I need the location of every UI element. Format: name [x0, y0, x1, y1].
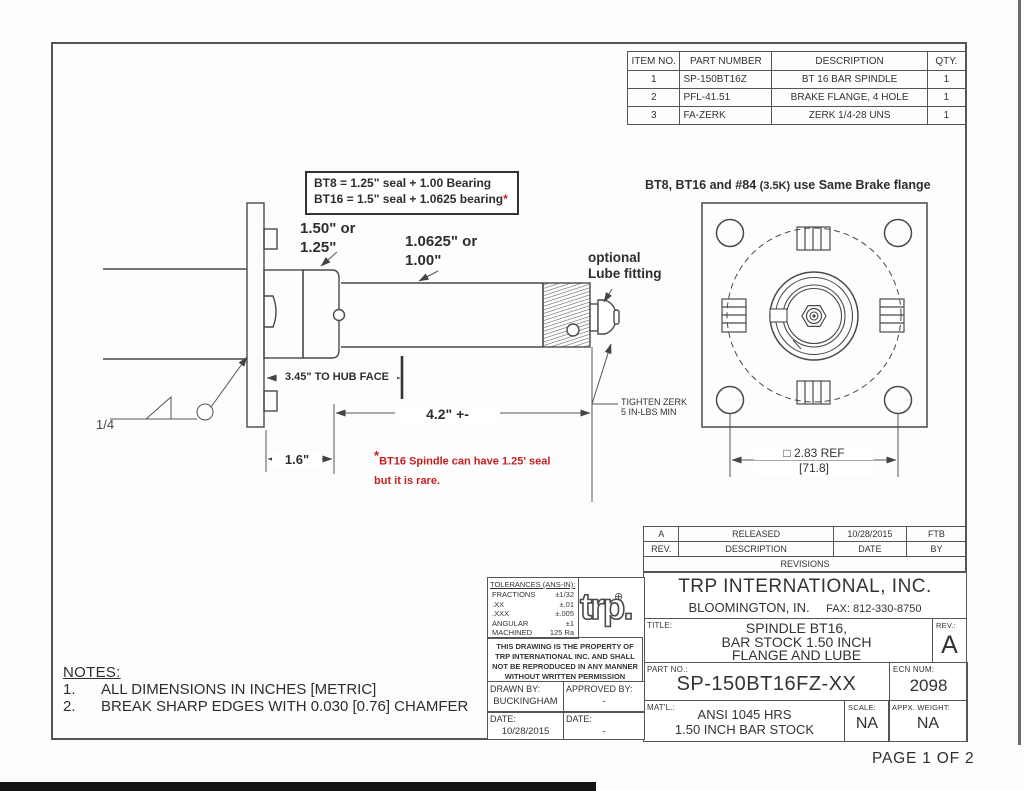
length-dimension: 4.2" +-	[395, 406, 500, 422]
revision-header: REV. DESCRIPTION DATE BY	[642, 541, 968, 557]
ecn-value: 2098	[909, 676, 948, 695]
seal-diameter-label: 1.50" or 1.25"	[300, 220, 356, 256]
rev-date: 10/28/2015	[832, 526, 907, 542]
trp-logo: trp. ⊕	[579, 585, 634, 628]
rev-label: REV.:	[936, 621, 956, 630]
scale-value: NA	[855, 715, 879, 732]
drawn-by-cell: DRAWN BY: BUCKINGHAM	[488, 682, 564, 712]
rev-value: A	[941, 631, 958, 659]
drawn-date-value: 10/28/2015	[501, 726, 550, 737]
lube-fitting-label: optional Lube fitting	[588, 250, 662, 281]
qty: 1	[926, 88, 967, 107]
approved-by-value: -	[602, 696, 606, 707]
description: BRAKE FLANGE, 4 HOLE	[771, 88, 928, 107]
description: BT 16 BAR SPINDLE	[771, 70, 928, 89]
col-description: DESCRIPTION	[771, 51, 928, 71]
globe-icon: ⊕	[614, 590, 624, 603]
part-number: PFL-41.51	[679, 88, 773, 107]
rev-letter: A	[642, 526, 680, 542]
part-no-label: PART NO.:	[647, 665, 688, 674]
parts-table: ITEM NO. PART NUMBER DESCRIPTION QTY. 1 …	[626, 51, 967, 125]
flange-front-view	[701, 202, 928, 477]
weight-cell: APPX. WEIGHT: NA	[888, 700, 968, 742]
material-row: MAT'L.: ANSI 1045 HRS 1.50 INCH BAR STOC…	[643, 700, 968, 742]
item-no: 1	[626, 70, 681, 89]
bearing-note-box: BT8 = 1.25" seal + 1.00 Bearing BT16 = 1…	[305, 171, 519, 215]
parts-table-header: ITEM NO. PART NUMBER DESCRIPTION QTY.	[626, 51, 967, 71]
weld-symbol-size: 1/4	[96, 417, 115, 432]
col-item-no: ITEM NO.	[626, 51, 681, 71]
note-item: 1. ALL DIMENSIONS IN INCHES [METRIC]	[63, 681, 377, 698]
note-item: 2. BREAK SHARP EDGES WITH 0.030 [0.76] C…	[63, 698, 469, 715]
part-no-row: PART NO.: SP-150BT16FZ-XX ECN NUM: 2098	[643, 662, 968, 702]
company-city: BLOOMINGTON, IN.	[688, 600, 810, 615]
title-label: TITLE:	[647, 621, 673, 630]
drawing-title: SPINDLE BT16, BAR STOCK 1.50 INCH FLANGE…	[721, 620, 872, 663]
material-label: MAT'L.:	[647, 703, 676, 712]
ecn-label: ECN NUM:	[893, 665, 935, 674]
item-no: 3	[626, 106, 681, 125]
scan-artifact-right	[1018, 0, 1021, 745]
revisions-title-row: REVISIONS	[643, 556, 967, 572]
approved-by-cell: APPROVED BY: -	[564, 682, 644, 712]
drawn-date-cell: DATE: 10/28/2015	[488, 712, 564, 740]
qty: 1	[926, 70, 967, 89]
flange-note: BT8, BT16 and #84 (3.5K) use Same Brake …	[645, 178, 931, 192]
description: ZERK 1/4-28 UNS	[771, 106, 928, 125]
weight-value: NA	[916, 715, 940, 732]
weight-label: APPX. WEIGHT:	[892, 703, 951, 712]
asterisk: *	[503, 192, 508, 206]
table-row: 1 SP-150BT16Z BT 16 BAR SPINDLE 1	[626, 70, 967, 89]
scale-label: SCALE:	[848, 703, 876, 712]
asterisk: *	[374, 448, 380, 463]
bearing-diameter-label: 1.0625" or 1.00"	[405, 233, 478, 269]
rev-description: RELEASED	[678, 526, 834, 542]
notes-section: NOTES: 1. ALL DIMENSIONS IN INCHES [METR…	[63, 664, 468, 715]
bolt-square-dimension: □ 2.83 REF	[754, 446, 874, 460]
qty: 1	[926, 106, 967, 125]
scale-cell: SCALE: NA	[844, 700, 890, 742]
revision-row: A RELEASED 10/28/2015 FTB	[642, 526, 968, 542]
note-line-1: BT8 = 1.25" seal + 1.00 Bearing	[314, 176, 492, 190]
company-block: TRP INTERNATIONAL, INC. BLOOMINGTON, IN.…	[643, 572, 967, 620]
tolerances-header: TOLERANCES (ANS-IN):	[490, 580, 576, 589]
tolerances-box: TOLERANCES (ANS-IN): FRACTIONS±1/32 .XX±…	[487, 577, 579, 639]
note-line-2: BT16 = 1.5" seal + 1.0625 bearing*	[314, 192, 508, 206]
revision-table: A RELEASED 10/28/2015 FTB REV. DESCRIPTI…	[642, 526, 968, 572]
hub-face-dimension: 3.45" TO HUB FACE	[277, 371, 397, 383]
material-value: ANSI 1045 HRS 1.50 INCH BAR STOCK	[674, 707, 815, 737]
company-name: TRP INTERNATIONAL, INC.	[678, 576, 932, 597]
page-number: PAGE 1 OF 2	[872, 750, 975, 767]
side-view	[103, 202, 620, 428]
tolerance-block: TOLERANCES (ANS-IN): FRACTIONS±1/32 .XX±…	[487, 577, 645, 740]
ecn-cell: ECN NUM: 2098	[889, 662, 968, 702]
company-fax: FAX: 812-330-8750	[826, 603, 922, 615]
part-number: SP-150BT16Z	[679, 70, 773, 89]
scan-artifact-bottom	[0, 782, 596, 791]
flange-offset-dimension: 1.6"	[272, 452, 322, 467]
part-no-value: SP-150BT16FZ-XX	[676, 673, 857, 695]
col-qty: QTY.	[926, 51, 967, 71]
bt16-seal-note: *BT16 Spindle can have 1.25' seal but it…	[374, 448, 551, 487]
table-row: 3 FA-ZERK ZERK 1/4-28 UNS 1	[626, 106, 967, 125]
rev-cell: REV.: A	[932, 618, 967, 664]
drawn-by-value: BUCKINGHAM	[493, 696, 558, 707]
tighten-zerk-note: TIGHTEN ZERK 5 IN-LBS MIN	[621, 397, 688, 417]
notes-header: NOTES:	[63, 664, 121, 681]
col-part-number: PART NUMBER	[679, 51, 773, 71]
item-no: 2	[626, 88, 681, 107]
title-row: TITLE: SPINDLE BT16, BAR STOCK 1.50 INCH…	[643, 618, 967, 664]
part-number: FA-ZERK	[679, 106, 773, 125]
table-row: 2 PFL-41.51 BRAKE FLANGE, 4 HOLE 1	[626, 88, 967, 107]
rev-by: FTB	[905, 526, 968, 542]
approved-date-cell: DATE: -	[564, 712, 644, 740]
approved-date-value: -	[602, 726, 606, 737]
bolt-square-metric: [71.8]	[754, 461, 874, 475]
property-notice: THIS DRAWING IS THE PROPERTY OF TRP INTE…	[487, 637, 643, 682]
